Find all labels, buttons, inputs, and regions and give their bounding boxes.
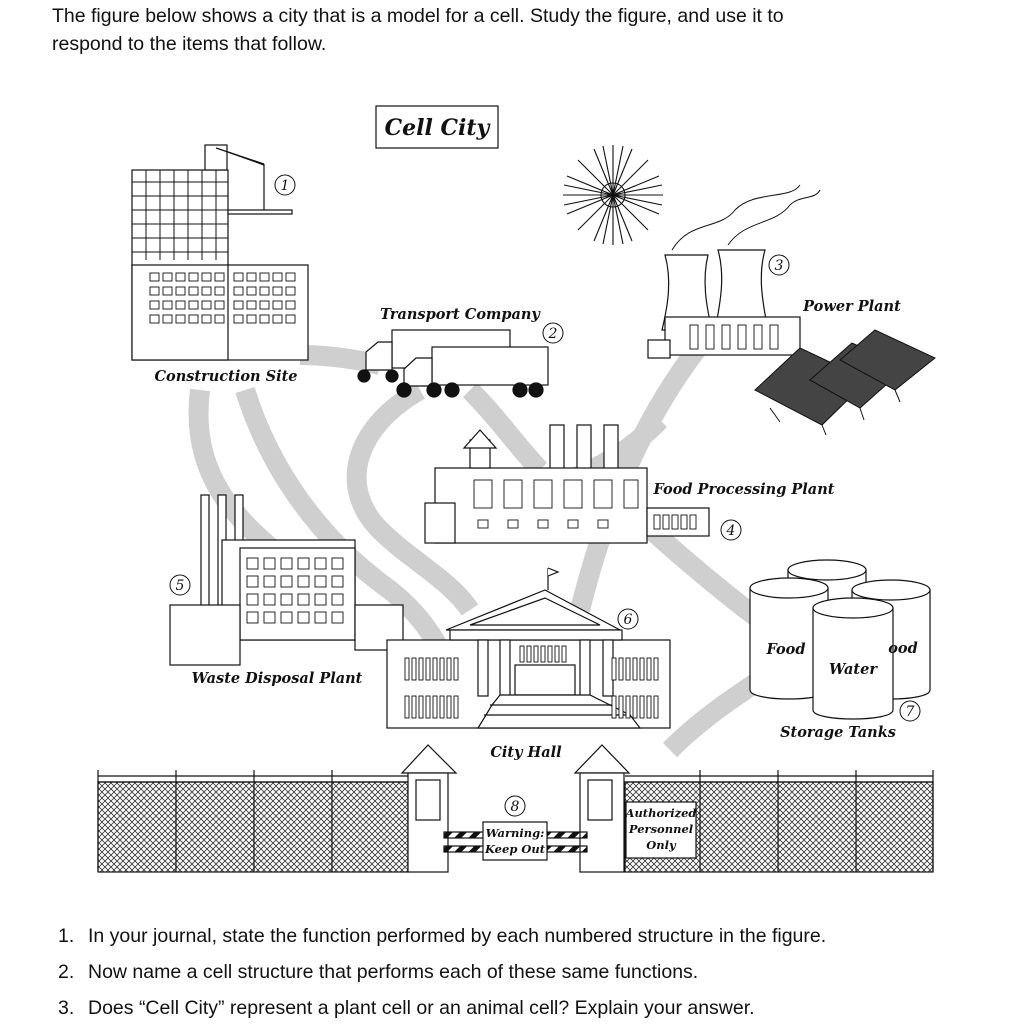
waste-disposal-plant [169,494,404,666]
intro-text: The figure below shows a city that is a … [52,2,952,58]
intro-line-2: respond to the items that follow. [52,33,327,55]
storage-tanks [749,559,931,720]
authorized-sign-line-2: Personnel [628,822,694,836]
solar-panels [754,329,936,436]
number-6-circle [617,608,639,630]
gate [400,744,697,873]
question-item: 1. In your journal, state the function pe… [58,918,1008,954]
figure-title: Cell City [375,105,499,149]
road-construction-to-cityhall [235,387,449,655]
number-1: 1 [281,178,290,194]
question-item: 2. Now name a cell structure that perform… [58,954,1008,990]
question-item: 3. Does “Cell City” represent a plant cel… [58,990,1008,1026]
label-construction-site: Construction Site [155,368,298,385]
road-transport-to-cityhall [346,381,479,616]
cell-city-figure: Cell City 1 Constructi [0,90,1016,890]
number-1-circle [274,174,296,196]
authorized-sign-line-3: Only [646,838,677,852]
road-transport-to-food [462,382,548,478]
gate-sign-warning-line-1: Warning: [486,826,545,840]
number-2-circle [542,322,564,344]
power-plant [647,184,821,359]
number-7: 7 [906,704,915,720]
question-text: Does “Cell City” represent a plant cell … [88,997,755,1019]
tank-label-food-right: ood [888,640,917,657]
number-8: 8 [511,799,520,815]
question-number: 2. [58,961,75,983]
number-3-circle [768,254,790,276]
tank-label-water: Water [829,661,878,678]
number-8-circle [504,795,526,817]
authorized-sign-line-1: Authorized [625,806,697,820]
city-hall [386,567,671,729]
intro-line-1: The figure below shows a city that is a … [52,5,784,27]
question-number: 1. [58,925,75,947]
question-text: In your journal, state the function perf… [88,925,827,947]
number-3: 3 [775,258,784,274]
label-waste-disposal-plant: Waste Disposal Plant [192,670,363,687]
label-food-processing-plant: Food Processing Plant [653,481,835,498]
label-storage-tanks: Storage Tanks [780,724,896,741]
label-transport-company: Transport Company [380,306,541,323]
number-4: 4 [726,523,736,539]
gate-sign-warning-line-2: Keep Out [484,842,546,856]
number-6: 6 [624,612,633,628]
number-5-circle [169,574,191,596]
number-5: 5 [176,578,185,594]
construction-site [131,144,309,361]
number-4-circle [720,519,742,541]
label-city-hall: City Hall [490,744,562,761]
road-storage-to-gate [662,671,766,758]
road-power-to-cityhall [570,338,708,613]
number-2: 2 [548,326,558,342]
transport-trucks [357,329,549,398]
question-number: 3. [58,997,75,1019]
label-power-plant: Power Plant [802,298,901,315]
roads [188,338,767,758]
number-7-circle [899,700,921,722]
sun [563,145,663,245]
tank-label-food-left: Food [766,641,806,658]
figure-title-text: Cell City [385,115,492,141]
food-processing-plant [424,424,710,544]
question-list: 1. In your journal, state the function pe… [58,918,1008,1026]
question-text: Now name a cell structure that performs … [88,961,699,983]
